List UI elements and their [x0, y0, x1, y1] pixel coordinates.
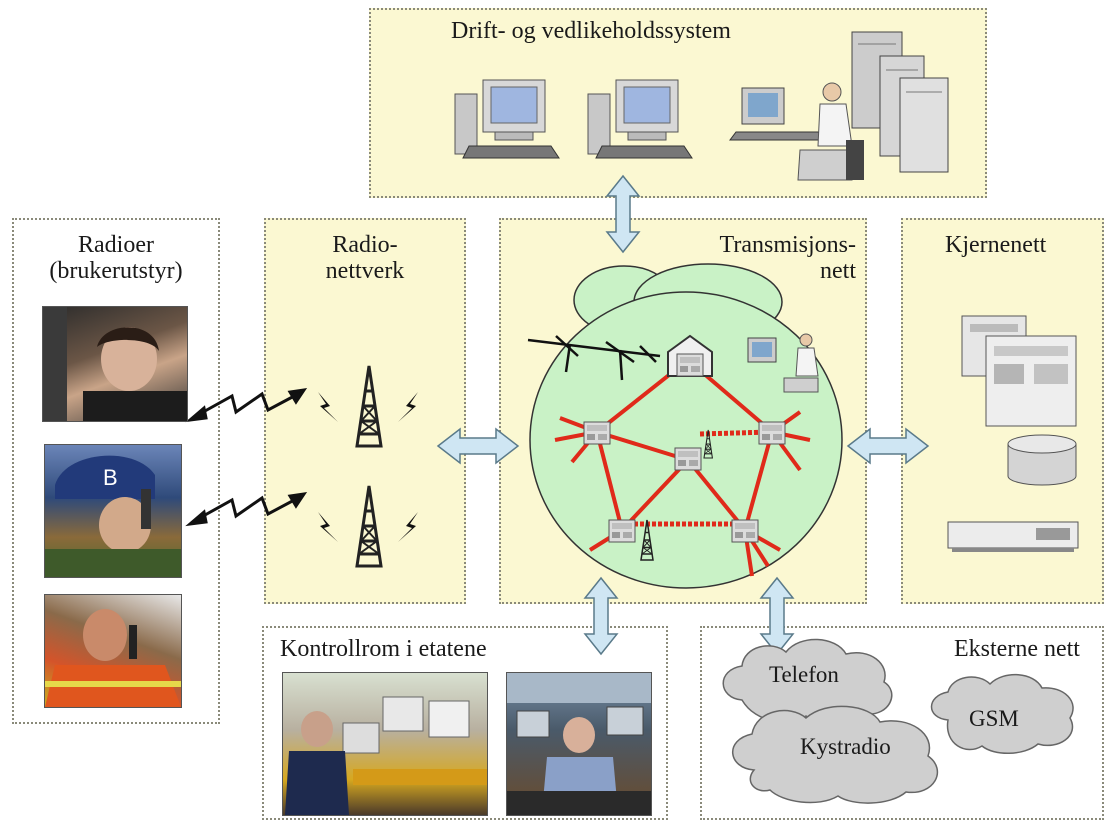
arrow-transmisjon-kjerne [847, 428, 929, 464]
title-drift: Drift- og vedlikeholdssystem [451, 18, 731, 44]
network-links [554, 358, 811, 577]
lightning-icon [398, 392, 418, 422]
person-photo [44, 594, 182, 708]
computer-icon [587, 79, 693, 159]
node-icon [583, 421, 611, 445]
computer-icon [454, 79, 560, 159]
arrow-radio-transmisjon [437, 428, 519, 464]
cloud-label-kystradio: Kystradio [800, 734, 891, 759]
title-transmisjon-line1: Transmisjons- [719, 232, 856, 258]
cloud-label-telefon: Telefon [769, 662, 839, 687]
person-photo-art [43, 307, 187, 421]
control-room-photo [282, 672, 488, 816]
person-photo-art: B [45, 455, 181, 577]
node-icon [758, 421, 786, 445]
network-cloud [529, 263, 843, 589]
lightning-icon [398, 512, 418, 542]
title-eksterne: Eksterne nett [954, 636, 1080, 662]
title-radionettverk: Radio- nettverk [264, 232, 466, 285]
antenna-icon [527, 335, 661, 381]
router-icon [947, 521, 1079, 552]
arrow-transmisjon-eksterne [760, 577, 794, 655]
lightning-icon [318, 512, 338, 542]
control-room-photo-art [285, 696, 487, 815]
radio-tower-icon [355, 364, 383, 448]
title-radionettverk-line1: Radio- [332, 232, 398, 258]
control-room-photo [506, 672, 652, 816]
title-transmisjon-line2: nett [820, 258, 856, 285]
house-icon [667, 334, 713, 377]
node-icon [674, 447, 702, 471]
title-transmisjon: Transmisjons- nett [660, 232, 856, 285]
disk-icon [1007, 434, 1077, 486]
cloud-icon [722, 638, 1074, 804]
arrow-transmisjon-kontrollrom [584, 577, 618, 655]
svg-text:B: B [103, 465, 118, 490]
panel-radionettverk [264, 218, 466, 604]
operator-icon [747, 333, 819, 393]
title-kjernenett: Kjernenett [945, 232, 1047, 258]
arrow-drift-transmisjon [606, 175, 640, 253]
node-icon [608, 519, 636, 543]
person-photo: B [44, 444, 182, 578]
title-radioer-line1: Radioer [78, 232, 154, 258]
control-room-photo-art [507, 673, 651, 815]
title-radioer-line2: (brukerutstyr) [49, 258, 183, 285]
title-kontrollrom: Kontrollrom i etatene [280, 636, 487, 662]
operator-icon [729, 82, 864, 181]
radio-tower-icon [355, 484, 383, 568]
title-radioer: Radioer (brukerutstyr) [12, 232, 220, 285]
cloud-label-gsm: GSM [969, 706, 1019, 731]
title-radionettverk-line2: nettverk [325, 258, 405, 285]
lightning-icon [318, 392, 338, 422]
server-icon [851, 31, 949, 173]
person-photo [42, 306, 188, 422]
server-icon [961, 315, 1077, 427]
person-photo-art [45, 609, 181, 707]
node-icon [731, 519, 759, 543]
radio-link [185, 388, 308, 527]
